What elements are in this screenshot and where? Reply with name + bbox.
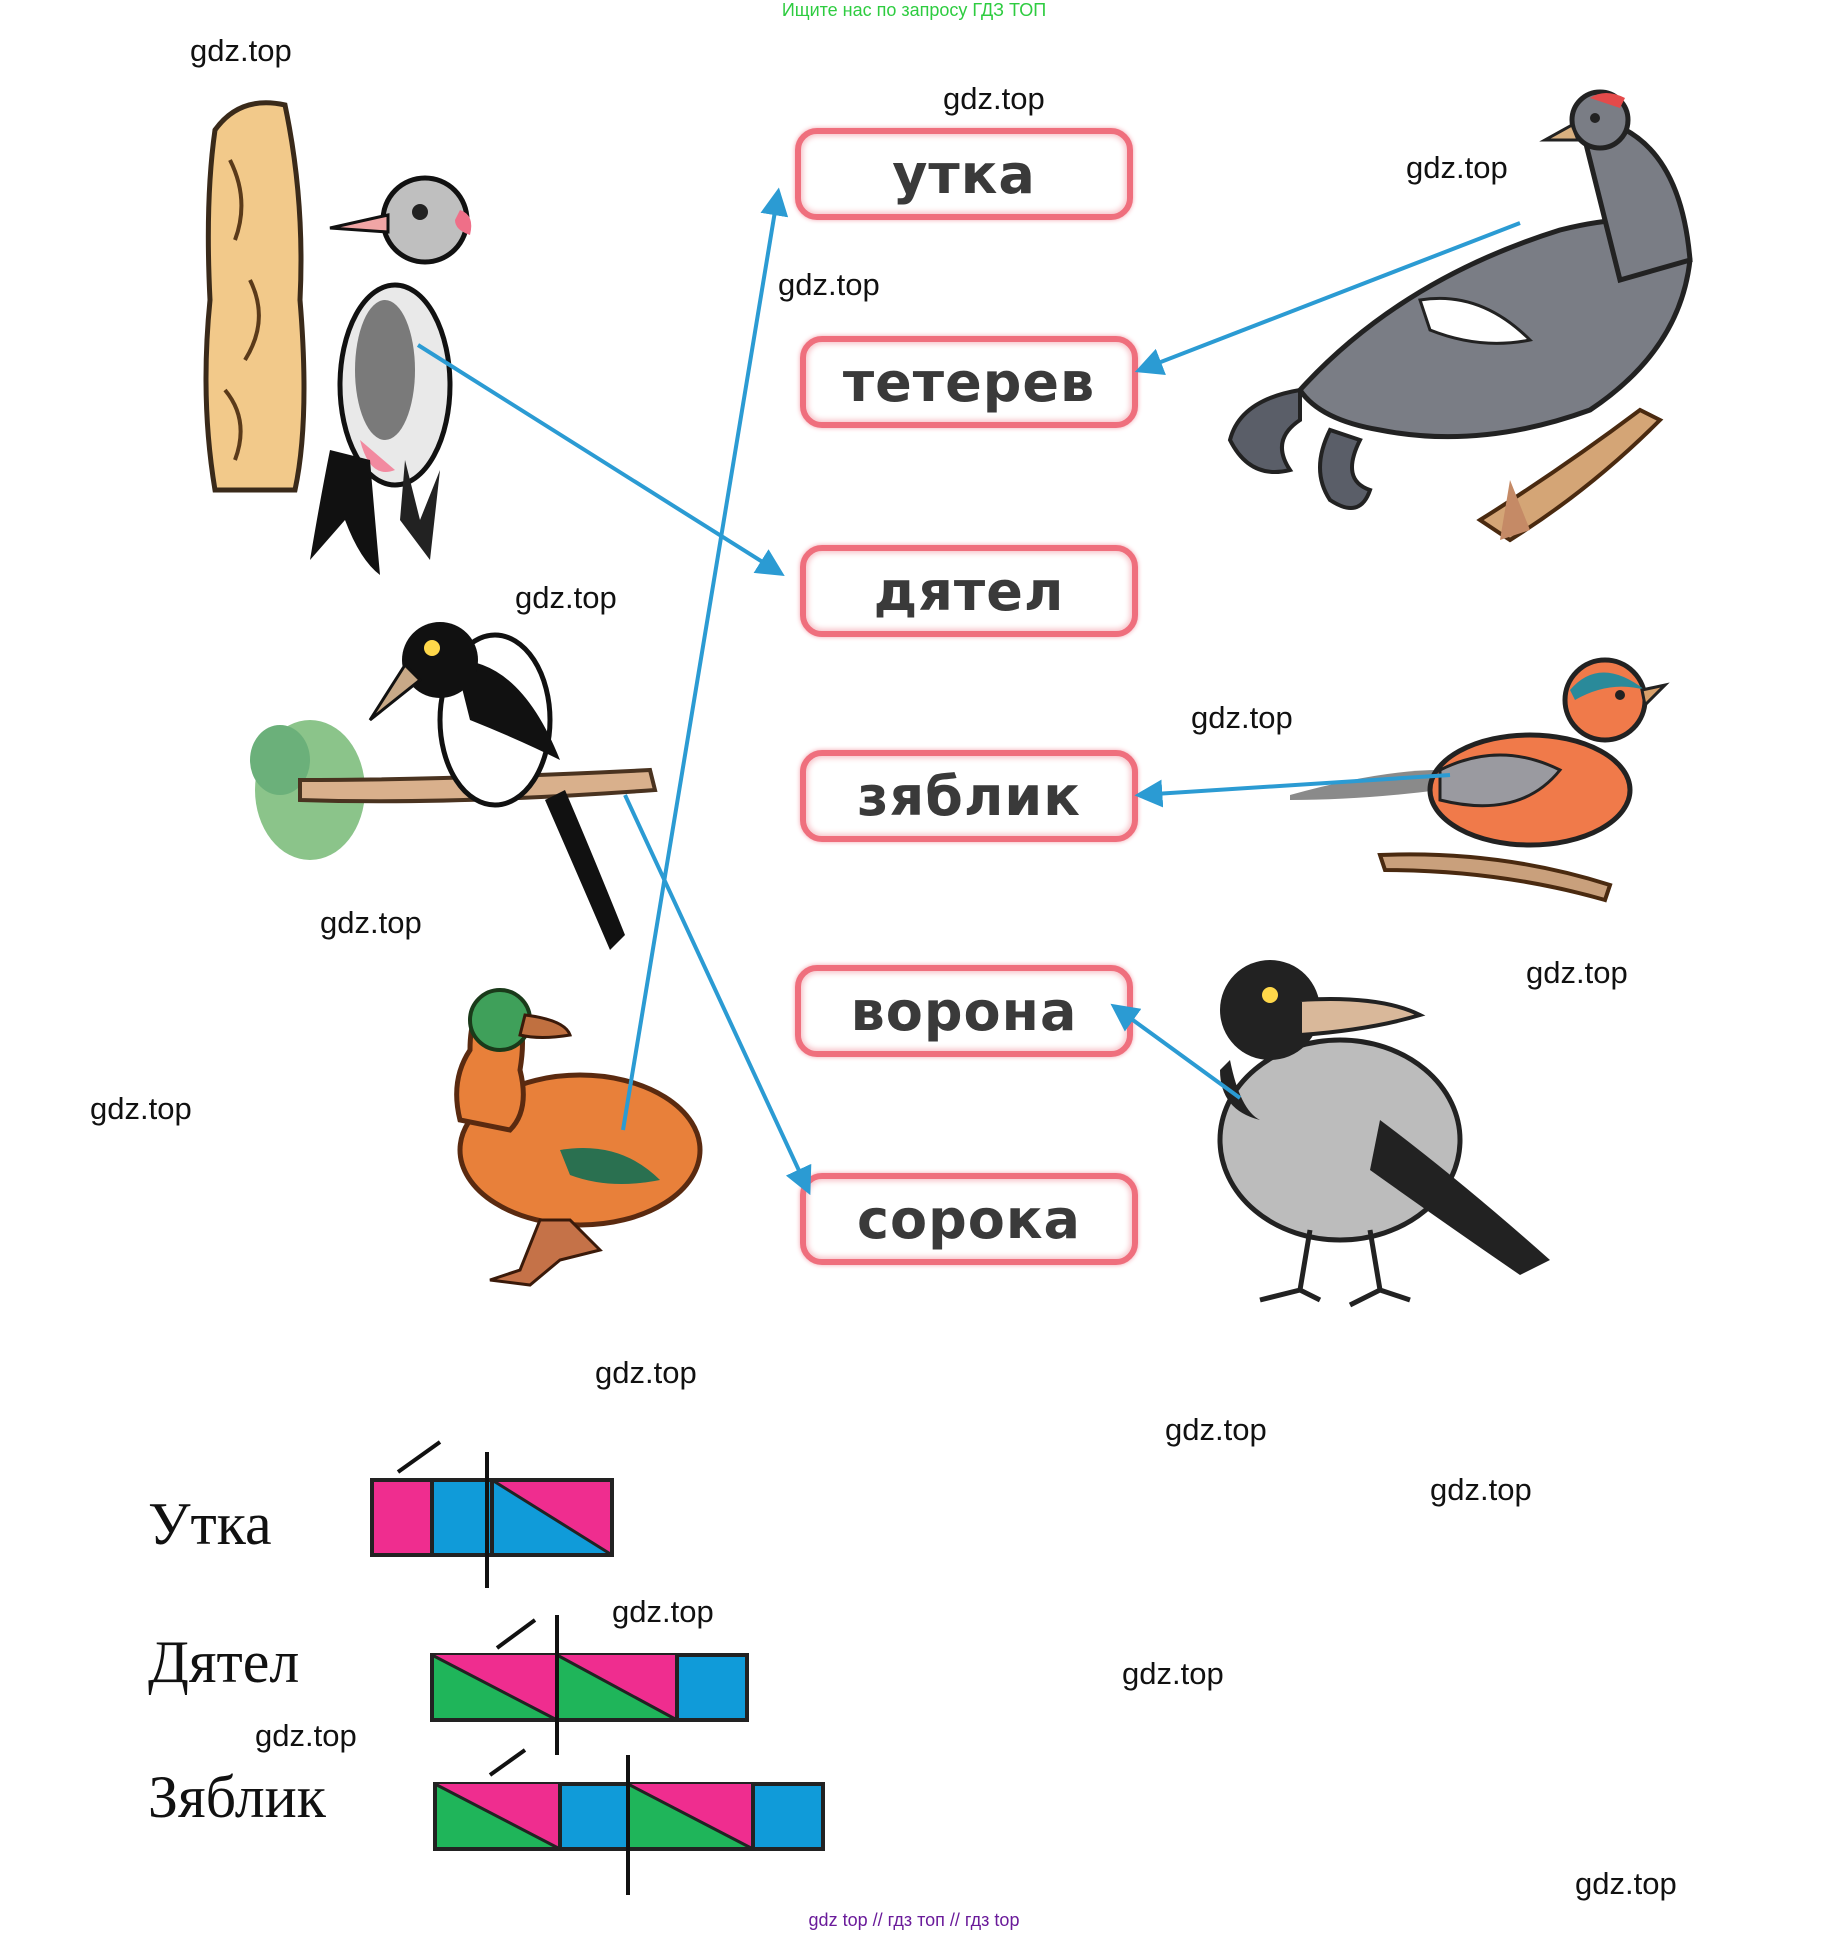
scheme-dyatel [430,1615,749,1755]
watermark: gdz.top [612,1594,714,1629]
word-box-zyablik[interactable]: зяблик [800,750,1138,842]
watermark: gdz.top [190,33,292,68]
scheme-utka [370,1440,614,1588]
watermark: gdz.top [1575,1866,1677,1901]
scheme-label-zyablik: Зяблик [148,1764,326,1830]
magpie-icon [250,622,658,950]
woodpecker-icon [203,100,472,575]
watermark: gdz.top [778,267,880,302]
arrow-chaffinch-to-zyablik [1134,773,1451,808]
scheme-label-utka: Утка [148,1491,272,1557]
watermark: gdz.top [1165,1412,1267,1447]
arrow-crow-to-vorona [1110,1003,1242,1100]
crow-icon [1217,960,1550,1308]
duck-icon [454,988,703,1287]
watermark: gdz.top [1406,150,1508,185]
watermark: gdz.top [1122,1656,1224,1691]
word-box-soroka[interactable]: сорока [800,1173,1138,1265]
watermark: gdz.top [1191,700,1293,735]
scheme-zyablik [433,1748,825,1895]
arrow-magpie-to-soroka [623,794,812,1196]
word-box-utka[interactable]: утка [795,128,1133,220]
watermark: gdz.top [1526,955,1628,990]
watermark: gdz.top [90,1091,192,1126]
top-banner: Ищите нас по запросу ГДЗ ТОП [781,0,1047,20]
arrow-duck-to-utka [621,187,789,1131]
scheme-label-dyatel: Дятел [148,1629,300,1695]
watermark: gdz.top [943,81,1045,116]
word-box-vorona[interactable]: ворона [795,965,1133,1057]
bottom-banner: gdz top // гдз топ // гдз top [808,1910,1020,1930]
watermark: gdz.top [1430,1472,1532,1507]
word-box-teterev[interactable]: тетерев [800,336,1138,428]
chaffinch-icon [1290,657,1670,903]
black-grouse-icon [1227,89,1693,543]
watermark: gdz.top [255,1718,357,1753]
watermark: gdz.top [320,905,422,940]
watermark: gdz.top [595,1355,697,1390]
watermark: gdz.top [515,580,617,615]
arrow-grouse-to-teterev [1134,221,1521,375]
word-box-dyatel[interactable]: дятел [800,545,1138,637]
